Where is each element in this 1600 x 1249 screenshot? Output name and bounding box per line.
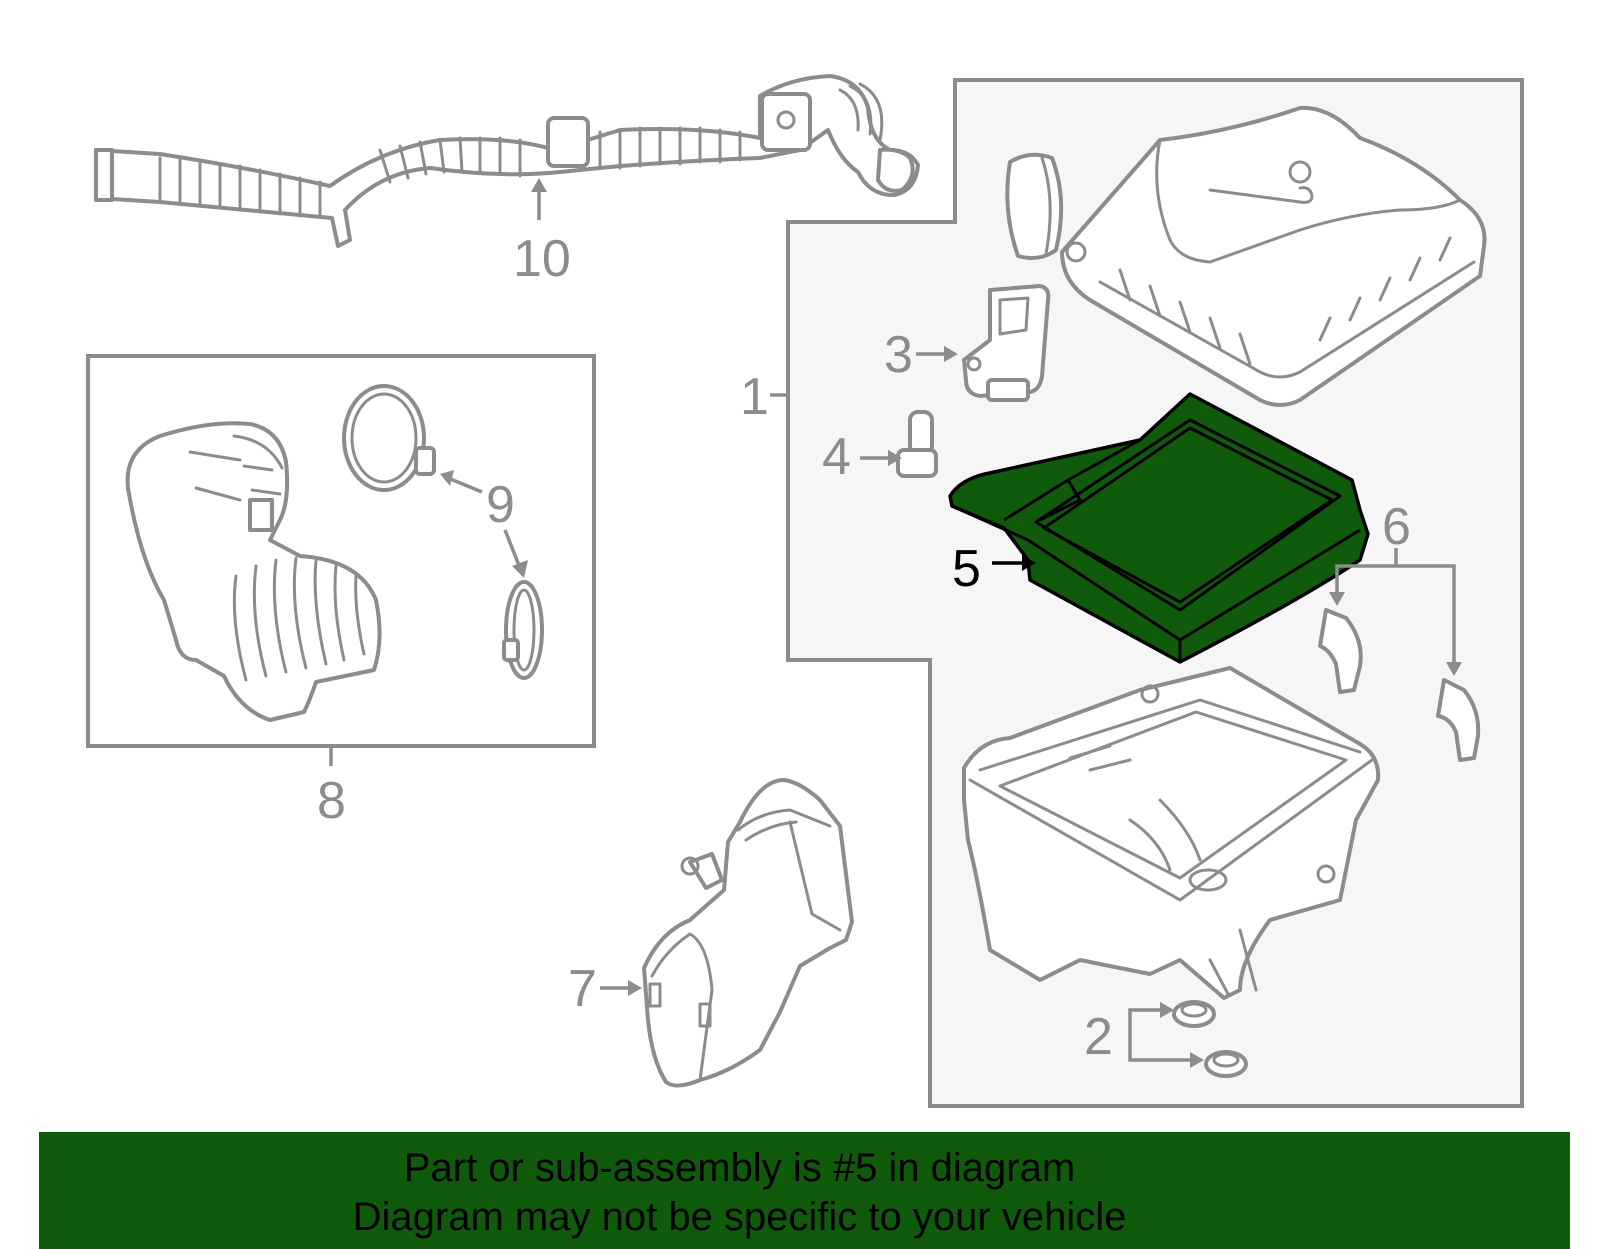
callout-5: 5 — [952, 540, 981, 598]
part-6-clips — [1318, 608, 1481, 762]
callout-2: 2 — [1084, 1008, 1113, 1066]
lower-housing — [962, 666, 1381, 1000]
callout-10: 10 — [513, 230, 571, 288]
part-8-intake-duct — [125, 421, 382, 722]
callout-4: 4 — [822, 428, 851, 486]
part-4-bolt — [896, 410, 938, 478]
callout-9: 9 — [486, 476, 515, 534]
banner-line-part: Part or sub-assembly is #5 in diagram — [403, 1146, 1076, 1190]
part-3-sensor — [962, 284, 1051, 402]
upper-housing-cover — [1005, 105, 1487, 407]
part-7-inlet-duct — [642, 778, 854, 1088]
part-2-grommets — [1172, 1000, 1248, 1078]
part-5-air-filter — [948, 392, 1370, 664]
info-banner: Part or sub-assembly is #5 in diagram Di… — [39, 1132, 1570, 1249]
callout-3: 3 — [884, 326, 913, 384]
part-9-clamps — [342, 384, 544, 680]
callout-8: 8 — [317, 772, 346, 830]
part-10-hose — [94, 74, 920, 248]
banner-line-disclaimer: Diagram may not be specific to your vehi… — [352, 1195, 1127, 1239]
callout-1: 1 — [740, 368, 769, 426]
callout-7: 7 — [568, 960, 597, 1018]
callout-6: 6 — [1382, 498, 1411, 556]
